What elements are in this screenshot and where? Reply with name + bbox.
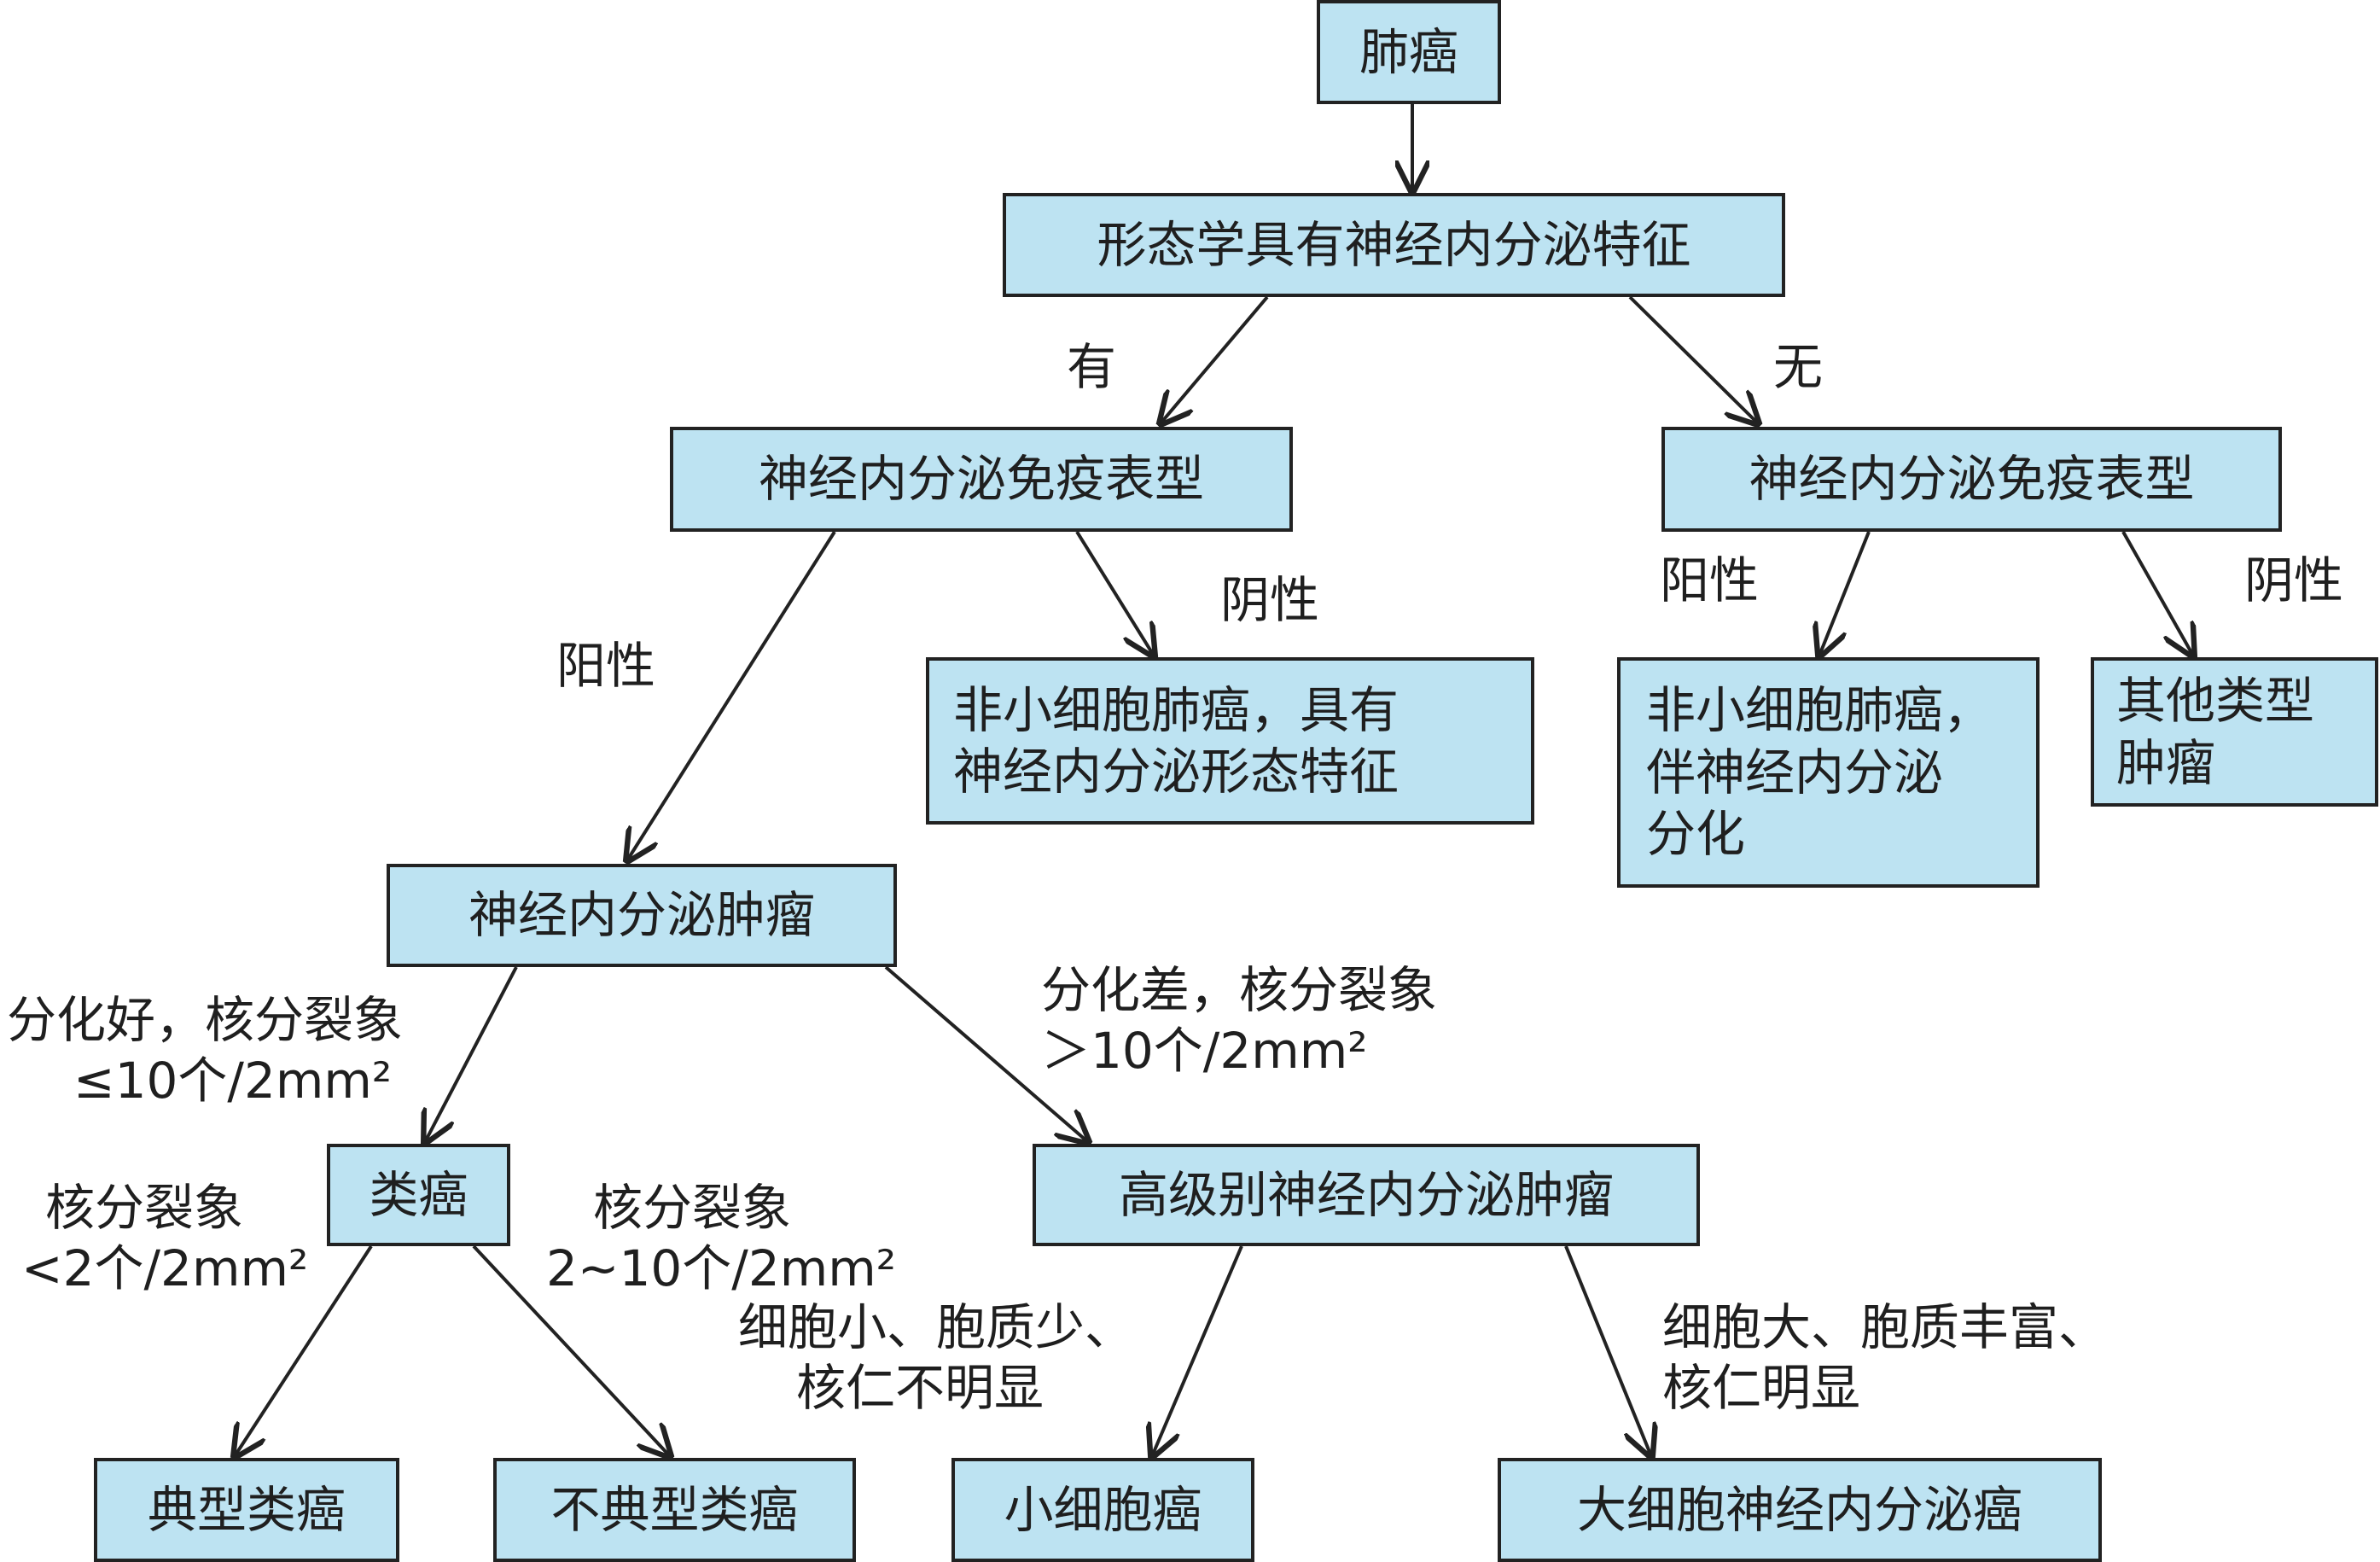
node-large-cell-ne: 大细胞神经内分泌癌 [1498, 1458, 2102, 1562]
arrow-left-negative [1075, 530, 1154, 656]
well-differentiated-line-2: ≤10个/2mm² [73, 1051, 393, 1110]
label-small-cell-features: 细胞小、胞质少、 核仁不明显 [738, 1297, 1134, 1419]
node-ne-ihc-left: 神经内分泌免疫表型 [670, 427, 1293, 532]
nsclc-ne-morphology-line-1: 非小细胞肺癌，具有 [953, 680, 1399, 739]
well-differentiated-line-1: 分化好，核分裂象 [7, 991, 404, 1049]
node-atypical-carcinoid: 不典型类癌 [493, 1458, 856, 1562]
mitosis-low-line-2: <2个/2mm² [21, 1239, 309, 1297]
nsclc-ne-differentiation-line-1: 非小细胞肺癌， [1646, 681, 1993, 740]
small-cell-features-line-1: 细胞小、胞质少、 [738, 1298, 1135, 1356]
other-tumors-line-1: 其他类型 [2116, 672, 2315, 730]
node-nsclc-ne-morphology: 非小细胞肺癌，具有 神经内分泌形态特征 [926, 657, 1534, 825]
poor-differentiated-line-2: ＞10个/2mm² [1041, 1021, 1368, 1080]
arrow-no [1628, 295, 1758, 423]
nsclc-ne-differentiation-line-2: 伴神经内分泌 [1646, 743, 1944, 801]
poor-differentiated-line-1: 分化差，核分裂象 [1041, 961, 1438, 1019]
arrow-small-cell [1152, 1245, 1243, 1456]
mitosis-low-line-1: 核分裂象 [45, 1179, 244, 1237]
arrow-right-negative [2121, 531, 2193, 656]
label-right-negative: 阴性 [2244, 551, 2344, 609]
node-ne-morphology: 形态学具有神经内分泌特征 [1003, 193, 1785, 297]
node-other-tumors: 其他类型 肿瘤 [2091, 657, 2378, 807]
arrow-left-positive [627, 530, 836, 860]
node-nsclc-ne-differentiation: 非小细胞肺癌， 伴神经内分泌 分化 [1617, 657, 2040, 888]
arrow-poor-diff [884, 965, 1088, 1142]
arrow-large-cell [1564, 1245, 1651, 1456]
node-ne-ihc-right: 神经内分泌免疫表型 [1661, 427, 2282, 532]
label-left-positive: 阳性 [556, 637, 656, 695]
label-right-positive: 阳性 [1660, 551, 1760, 609]
label-left-negative: 阴性 [1220, 571, 1320, 629]
arrow-mitosis-low [235, 1244, 373, 1456]
mitosis-mid-line-2: 2~10个/2mm² [546, 1239, 896, 1297]
label-well-differentiated: 分化好，核分裂象 ≤10个/2mm² [7, 990, 403, 1111]
label-large-cell-features: 细胞大、胞质丰富、 核仁明显 [1662, 1297, 2108, 1419]
node-small-cell: 小细胞癌 [951, 1458, 1254, 1562]
large-cell-features-line-2: 核仁明显 [1662, 1358, 1861, 1417]
nsclc-ne-morphology-line-2: 神经内分泌形态特征 [953, 743, 1399, 801]
label-poor-differentiated: 分化差，核分裂象 ＞10个/2mm² [1041, 960, 1437, 1081]
arrow-mitosis-mid [472, 1244, 670, 1456]
node-lung-cancer: 肺癌 [1317, 0, 1501, 104]
arrow-yes [1161, 295, 1269, 423]
nsclc-ne-differentiation-line-3: 分化 [1646, 805, 1746, 864]
node-ne-tumor: 神经内分泌肿瘤 [387, 864, 897, 967]
node-high-grade-ne: 高级别神经内分泌肿瘤 [1033, 1144, 1700, 1246]
label-mitosis-mid: 核分裂象 2~10个/2mm² [546, 1178, 896, 1299]
label-mitosis-low: 核分裂象 <2个/2mm² [21, 1178, 308, 1299]
large-cell-features-line-1: 细胞大、胞质丰富、 [1662, 1298, 2109, 1356]
other-tumors-line-2: 肿瘤 [2116, 733, 2216, 792]
arrow-well-diff [425, 966, 518, 1142]
node-typical-carcinoid: 典型类癌 [94, 1458, 399, 1562]
mitosis-mid-line-1: 核分裂象 [593, 1179, 792, 1237]
label-no: 无 [1773, 338, 1824, 396]
node-carcinoid: 类癌 [327, 1144, 510, 1246]
arrow-right-positive [1819, 531, 1871, 656]
small-cell-features-line-2: 核仁不明显 [796, 1358, 1045, 1417]
label-yes: 有 [1067, 338, 1117, 396]
